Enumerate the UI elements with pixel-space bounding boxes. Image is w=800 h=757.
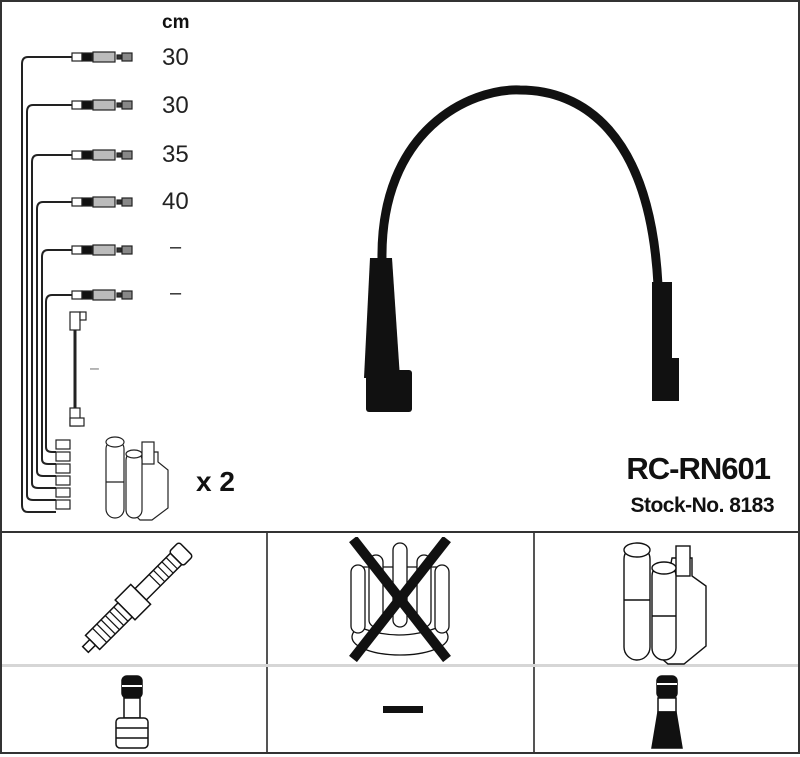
model-number: RC-RN601 xyxy=(626,451,771,486)
ignition-coil-small-icon xyxy=(105,436,169,521)
wiring-schematic-icon xyxy=(21,51,133,513)
stock-number: Stock-No. 8183 xyxy=(630,494,774,517)
ignition-cable-icon xyxy=(364,85,679,412)
column-divider-2 xyxy=(533,533,535,752)
unit-label: cm xyxy=(162,12,190,33)
length-6: – xyxy=(170,282,182,304)
tapered-boot-connector-icon xyxy=(651,675,683,749)
length-4: 40 xyxy=(162,188,189,215)
length-3: 35 xyxy=(162,141,189,168)
distributor-cap-icon xyxy=(349,537,451,662)
length-1: 30 xyxy=(162,44,189,71)
coil-quantity: x 2 xyxy=(196,466,235,497)
ignition-coil-icon xyxy=(623,542,707,665)
column-divider-1 xyxy=(266,533,268,752)
length-2: 30 xyxy=(162,92,189,119)
length-7: – xyxy=(90,360,99,377)
section-divider xyxy=(0,531,800,533)
row-divider xyxy=(2,664,798,667)
excluded-cross-icon xyxy=(349,537,451,662)
distributor-connector-none: – xyxy=(383,706,423,713)
spark-plug-icon xyxy=(81,542,193,654)
length-5: – xyxy=(170,236,182,258)
straight-boot-connector-icon xyxy=(115,675,149,749)
